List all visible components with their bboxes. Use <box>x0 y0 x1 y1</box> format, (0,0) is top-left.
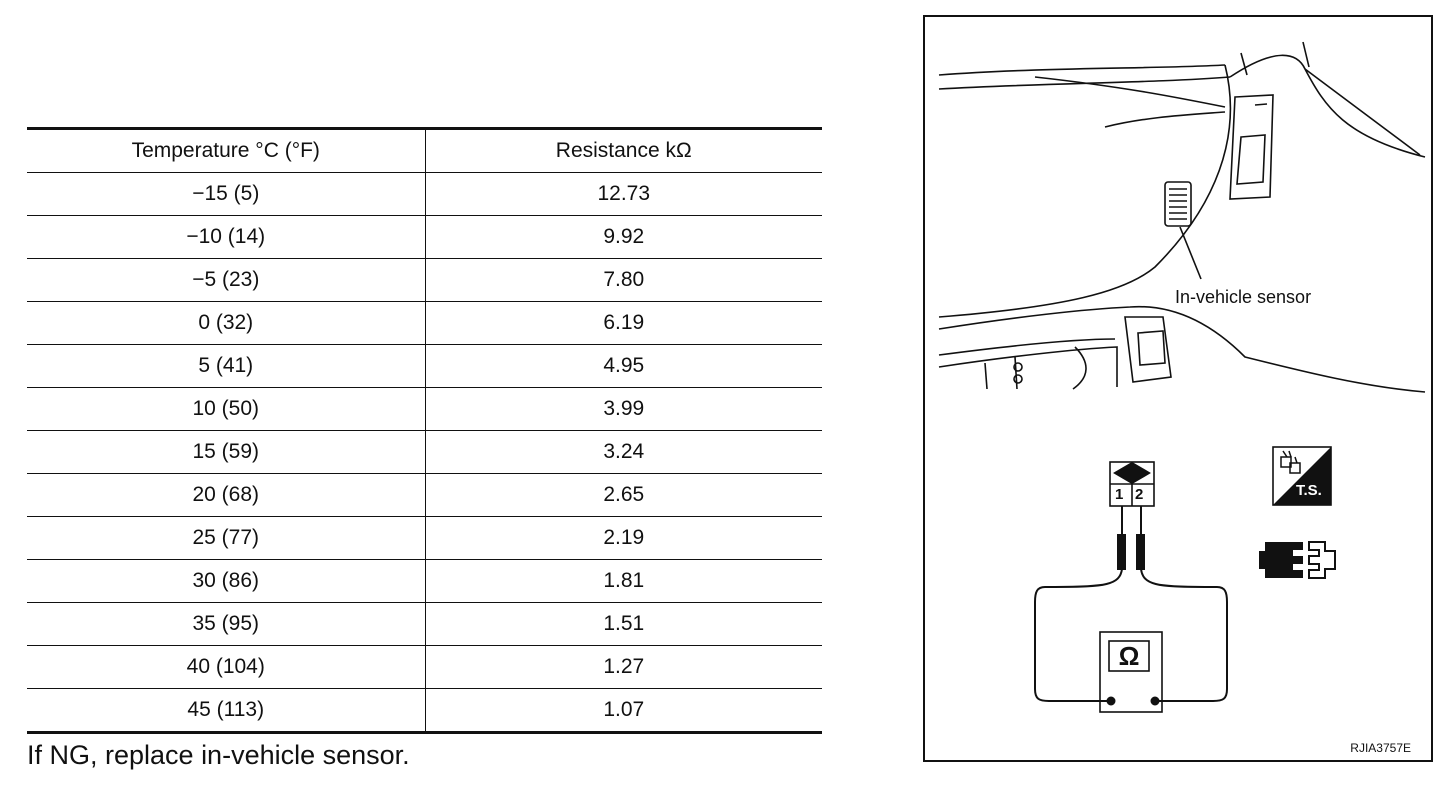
resistance-cell: 2.65 <box>425 473 822 517</box>
table-row: 15 (59)3.24 <box>27 430 822 474</box>
resistance-cell: 3.99 <box>425 387 822 431</box>
resistance-cell: 6.19 <box>425 301 822 345</box>
table-row: 5 (41)4.95 <box>27 344 822 388</box>
table-row: 10 (50)3.99 <box>27 387 822 431</box>
table-row: 20 (68)2.65 <box>27 473 822 517</box>
resistance-cell: 1.07 <box>425 688 822 733</box>
temperature-cell: 20 (68) <box>27 473 426 517</box>
temperature-cell: 15 (59) <box>27 430 426 474</box>
temperature-cell: −10 (14) <box>27 215 426 259</box>
resistance-cell: 4.95 <box>425 344 822 388</box>
temperature-cell: 0 (32) <box>27 301 426 345</box>
sensor-callout-label: In-vehicle sensor <box>1175 287 1312 307</box>
resistance-cell: 1.51 <box>425 602 822 646</box>
resistance-cell: 7.80 <box>425 258 822 302</box>
connector-icon <box>1034 461 1228 713</box>
table-row: −10 (14)9.92 <box>27 215 822 259</box>
figure-code: RJIA3757E <box>1350 741 1411 755</box>
table-row: −15 (5)12.73 <box>27 172 822 216</box>
header-resistance: Resistance kΩ <box>425 128 822 173</box>
table-row: 30 (86)1.81 <box>27 559 822 603</box>
header-temperature: Temperature °C (°F) <box>27 128 426 173</box>
resistance-table-container: Temperature °C (°F) Resistance kΩ −15 (5… <box>27 127 822 734</box>
temperature-cell: −15 (5) <box>27 172 426 216</box>
temperature-cell: 10 (50) <box>27 387 426 431</box>
temperature-cell: 45 (113) <box>27 688 426 733</box>
table-header-row: Temperature °C (°F) Resistance kΩ <box>27 128 822 173</box>
connector-pin-1: 1 <box>1115 486 1124 503</box>
resistance-cell: 12.73 <box>425 172 822 216</box>
table-row: −5 (23)7.80 <box>27 258 822 302</box>
table-row: 40 (104)1.27 <box>27 645 822 689</box>
dashboard-illustration <box>938 41 1426 393</box>
resistance-cell: 1.81 <box>425 559 822 603</box>
disconnect-connector-icon <box>1259 541 1336 579</box>
temperature-cell: 25 (77) <box>27 516 426 560</box>
resistance-cell: 1.27 <box>425 645 822 689</box>
ohmmeter-icon: Ω <box>1118 641 1140 671</box>
ts-badge-icon <box>1272 446 1332 506</box>
table-row: 35 (95)1.51 <box>27 602 822 646</box>
sensor-figure: In-vehicle sensor 1 2 Ω <box>923 15 1433 762</box>
temperature-cell: 5 (41) <box>27 344 426 388</box>
ts-badge-label: T.S. <box>1296 482 1322 499</box>
resistance-cell: 9.92 <box>425 215 822 259</box>
table-row: 0 (32)6.19 <box>27 301 822 345</box>
resistance-cell: 3.24 <box>425 430 822 474</box>
replacement-note: If NG, replace in-vehicle sensor. <box>27 740 410 770</box>
table-row: 25 (77)2.19 <box>27 516 822 560</box>
temperature-cell: 35 (95) <box>27 602 426 646</box>
temperature-cell: 30 (86) <box>27 559 426 603</box>
resistance-cell: 2.19 <box>425 516 822 560</box>
resistance-table: Temperature °C (°F) Resistance kΩ −15 (5… <box>27 127 822 734</box>
temperature-cell: −5 (23) <box>27 258 426 302</box>
temperature-cell: 40 (104) <box>27 645 426 689</box>
connector-pin-2: 2 <box>1135 486 1144 503</box>
table-row: 45 (113)1.07 <box>27 688 822 733</box>
